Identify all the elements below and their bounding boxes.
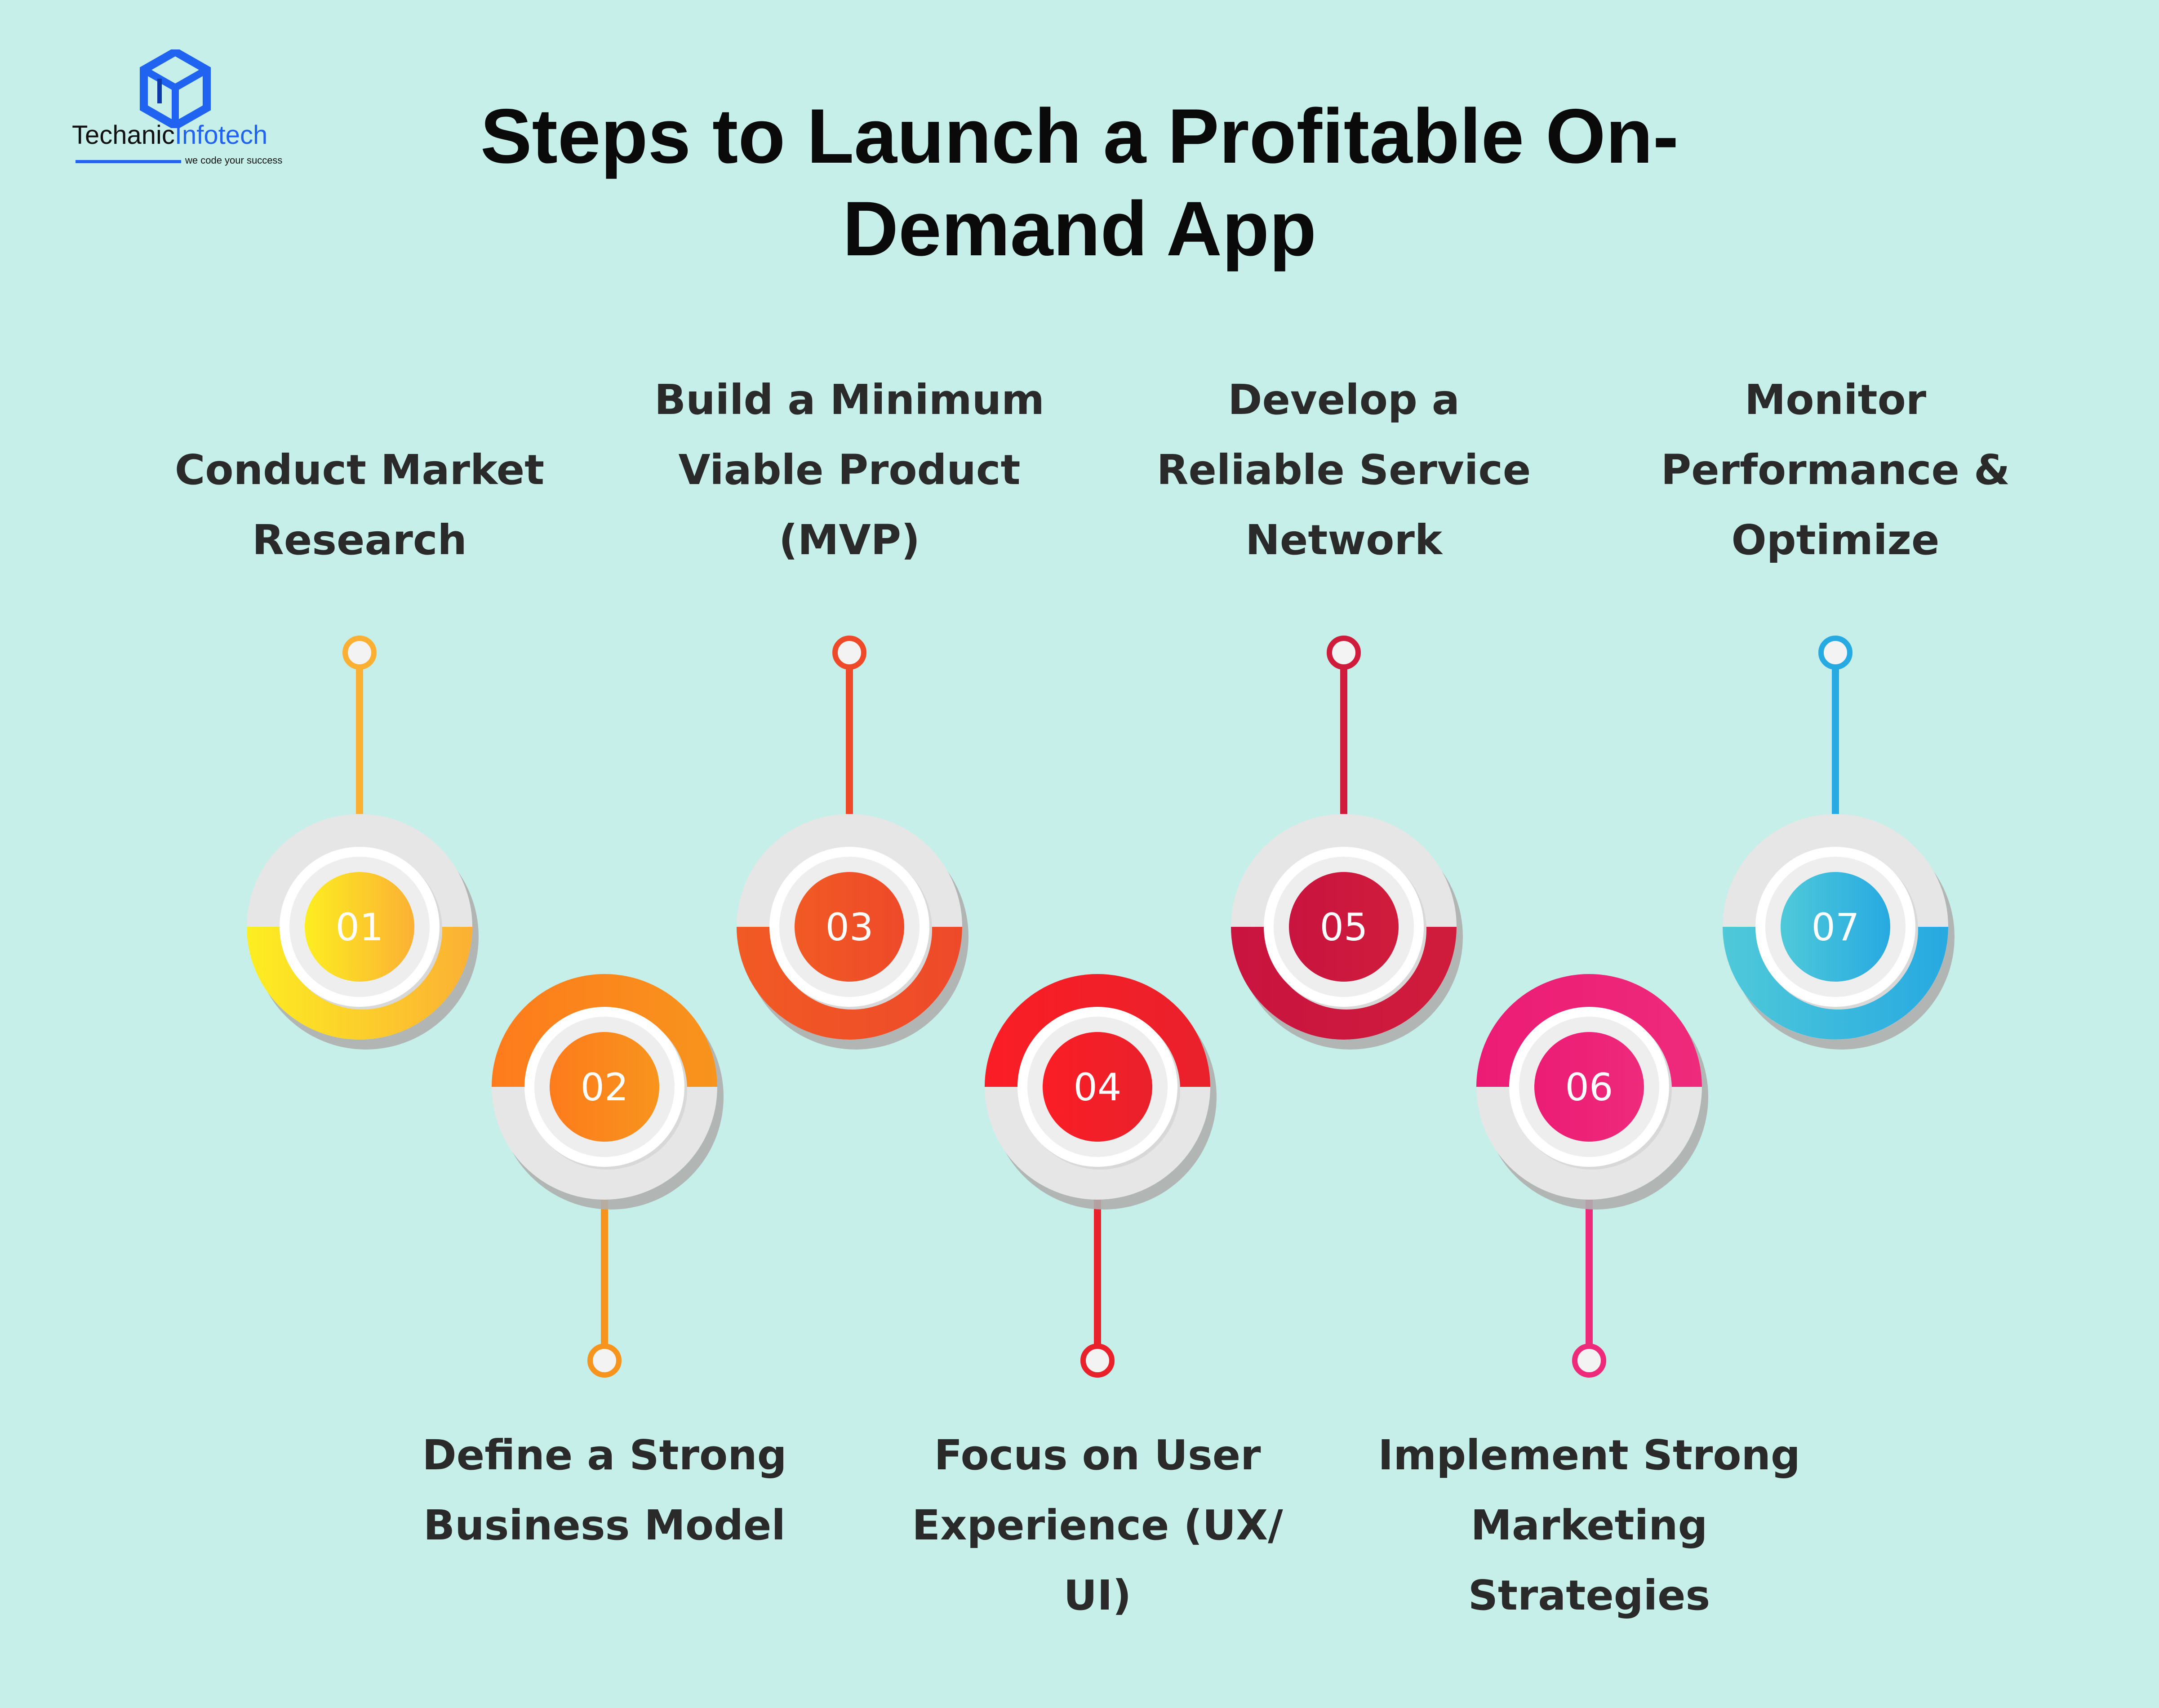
step-05: 05: [1231, 636, 1463, 1050]
connector-line: [601, 1200, 608, 1346]
step-label-line: Build a Minimum: [654, 376, 1045, 424]
step-number: 04: [1074, 1065, 1122, 1109]
step-04: 04: [985, 974, 1217, 1378]
pin-circle-icon: [1080, 1343, 1115, 1378]
logo-underline: [76, 160, 181, 163]
logo-name-blue: Infotech: [174, 120, 268, 150]
cube-logo-icon: [140, 49, 211, 128]
step-number: 06: [1565, 1065, 1613, 1109]
step-label-line: Develop a: [1228, 376, 1460, 424]
number-badge: [1534, 1032, 1644, 1142]
step-label-line: Network: [1245, 516, 1443, 564]
pin-circle-icon: [832, 636, 866, 670]
step-02: 02: [492, 974, 724, 1378]
step-label-line: Strategies: [1468, 1571, 1710, 1619]
pin-circle-icon: [342, 636, 377, 670]
number-badge: [795, 872, 904, 982]
title-line-2: Demand App: [842, 186, 1317, 272]
title-line-1: Steps to Launch a Profitable On-: [480, 93, 1679, 179]
pin-circle-icon: [587, 1343, 622, 1378]
step-label-line: Monitor: [1744, 376, 1927, 424]
step-number: 01: [336, 905, 384, 949]
connector-line: [1832, 667, 1839, 814]
step-label-line: Conduct Market: [174, 446, 545, 494]
logo-name-dark: Techanic: [72, 120, 175, 150]
step-label-line: Marketing: [1470, 1501, 1708, 1549]
pin-circle-icon: [1818, 636, 1852, 670]
page-title: Steps to Launch a Profitable On- Demand …: [0, 90, 2159, 275]
step-label-line: Performance &: [1661, 446, 2010, 494]
step-number: 05: [1320, 905, 1368, 949]
step-label-line: Experience (UX/: [912, 1501, 1283, 1549]
logo-tagline: we code your success: [185, 155, 283, 166]
connector-line: [356, 667, 363, 814]
step-07: 07: [1723, 636, 1955, 1050]
step-label-line: Implement Strong: [1378, 1431, 1800, 1479]
pin-circle-icon: [1327, 636, 1361, 670]
step-06: 06: [1476, 974, 1708, 1378]
step-number: 02: [581, 1065, 629, 1109]
connector-line: [1586, 1200, 1593, 1346]
step-label-line: Optimize: [1731, 516, 1940, 564]
pin-circle-icon: [1572, 1343, 1606, 1378]
step-label-line: Define a Strong: [422, 1431, 787, 1479]
step-label-line: Focus on User: [934, 1431, 1261, 1479]
step-label-line: Business Model: [423, 1501, 786, 1549]
step-number: 03: [826, 905, 874, 949]
number-badge: [305, 872, 414, 982]
connector-line: [1094, 1200, 1101, 1346]
company-logo: TechanicInfotech we code your success: [67, 49, 301, 175]
number-badge: [550, 1032, 659, 1142]
connector-line: [1340, 667, 1347, 814]
step-label-line: UI): [1063, 1571, 1132, 1619]
step-label-line: Viable Product: [678, 446, 1021, 494]
connector-line: [846, 667, 853, 814]
step-03: 03: [737, 636, 968, 1050]
number-badge: [1781, 872, 1890, 982]
step-label-line: Reliable Service: [1156, 446, 1531, 494]
step-label-line: Research: [252, 516, 467, 564]
step-01: 01: [247, 636, 479, 1050]
step-number: 07: [1812, 905, 1860, 949]
number-badge: [1289, 872, 1399, 982]
number-badge: [1043, 1032, 1152, 1142]
step-label-line: (MVP): [778, 516, 920, 564]
logo-wordmark: TechanicInfotech: [72, 121, 267, 149]
